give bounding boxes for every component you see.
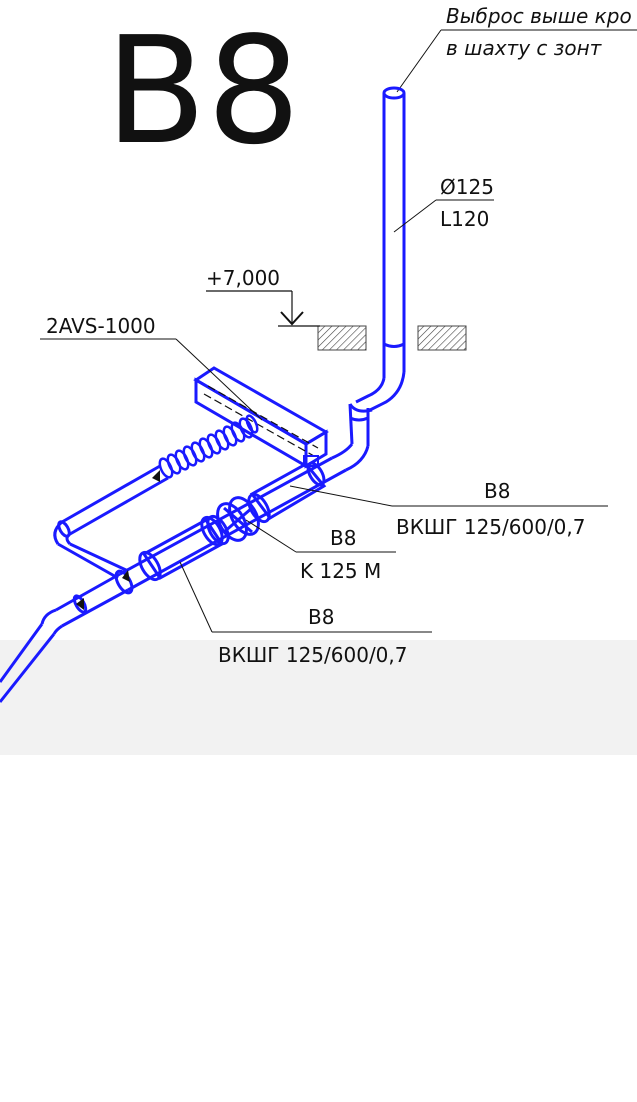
floor-slab-right: [417, 325, 467, 351]
floor-slab-left: [317, 325, 367, 351]
system-label: B8: [105, 5, 301, 177]
vertical-exhaust-pipe: [331, 86, 406, 472]
blank-area: [0, 755, 637, 1102]
flow-arrows: [76, 470, 160, 610]
fan-label: 2AVS-1000: [46, 314, 156, 338]
exhaust-note-line1: Выброс выше кро: [446, 4, 632, 28]
level-mark-symbol: [206, 290, 320, 327]
fan-hidden-line: [203, 385, 319, 457]
lower-damper-leader: [179, 561, 432, 633]
level-mark: +7,000: [206, 266, 280, 290]
fan-connector: [303, 455, 319, 467]
lower-damper-model: ВКШГ 125/600/0,7: [218, 643, 408, 667]
lower-damper-system: B8: [308, 605, 334, 629]
fan-label-leader: [40, 338, 263, 421]
upper-background: [0, 0, 637, 640]
upper-damper-system: B8: [484, 479, 510, 503]
flexible-duct: [158, 414, 259, 479]
pipe-diameter: Ø125: [440, 175, 494, 199]
valve-leader: [245, 519, 396, 553]
valve-system: B8: [330, 526, 356, 550]
bottom-band: [0, 640, 637, 755]
exhaust-note-leader: [396, 29, 637, 93]
pipe-size-leader: [393, 199, 494, 233]
exhaust-note-line2: в шахту с зонт: [446, 36, 603, 60]
upper-damper-model: ВКШГ 125/600/0,7: [396, 515, 586, 539]
pipe-length: L120: [440, 207, 489, 231]
valve-model: K 125 M: [300, 559, 381, 583]
loop-duct: [53, 464, 169, 580]
upper-damper-leader: [289, 485, 608, 507]
